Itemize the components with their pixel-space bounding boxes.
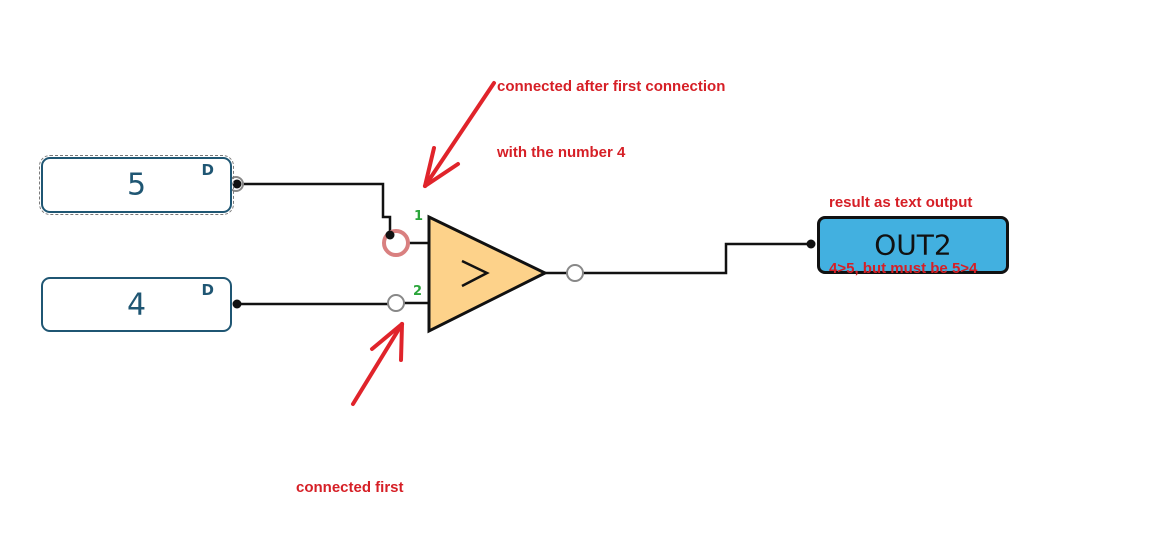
arrow-top-annotation: [423, 81, 496, 188]
annotation-top-line1: connected after first connection: [497, 78, 726, 95]
out2-input-dot[interactable]: [806, 239, 816, 249]
greater-than-icon: [461, 259, 490, 288]
constant-value: 4: [126, 287, 147, 322]
annotation-top: connected after first connection with th…: [497, 32, 725, 208]
output-block-out2[interactable]: OUT2: [817, 216, 1009, 274]
diagram-canvas: 5 D 4 D 1 2 OUT2 connected after first c…: [39, 32, 1009, 496]
annotation-right-line2: 4>5, but must be 5>4: [829, 260, 978, 277]
constant-value: 5: [126, 167, 147, 203]
pin2-port[interactable]: [387, 294, 405, 312]
data-type-badge: D: [201, 281, 214, 299]
wire-input1[interactable]: [236, 182, 392, 235]
pin-label-1: 1: [414, 209, 424, 224]
annotation-bottom: connected first: [296, 433, 404, 543]
constant-block-4[interactable]: 4 D: [41, 277, 232, 332]
data-type-badge: D: [201, 161, 214, 179]
const5-output-dot: [232, 179, 242, 189]
arrow-bottom-annotation: [351, 322, 404, 406]
comparator-output-port[interactable]: [566, 264, 584, 282]
pin-label-2: 2: [413, 284, 423, 299]
annotation-top-line2: with the number 4: [497, 144, 626, 161]
constant-block-5[interactable]: 5 D: [39, 155, 234, 215]
const4-output-dot[interactable]: [232, 299, 242, 309]
pin1-wire-dot: [385, 230, 395, 240]
annotation-right: result as text output 4>5, but must be 5…: [829, 148, 977, 324]
annotation-bottom-line1: connected first: [296, 479, 404, 496]
wire-output[interactable]: [583, 242, 811, 275]
annotation-right-line1: result as text output: [829, 194, 973, 211]
wires-layer: [228, 81, 816, 406]
output-label: OUT2: [874, 228, 952, 262]
